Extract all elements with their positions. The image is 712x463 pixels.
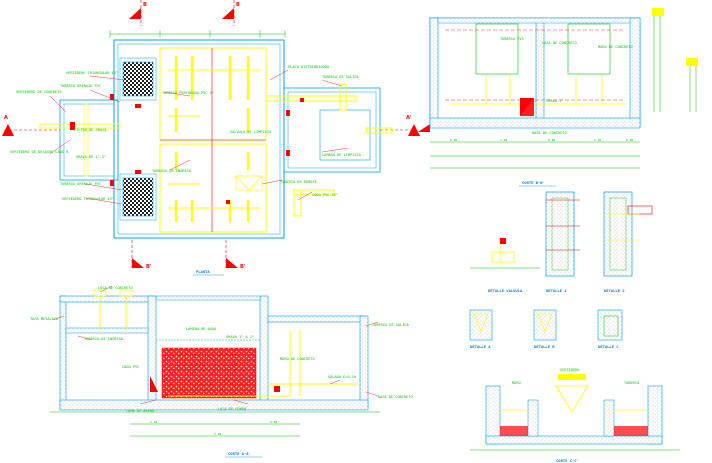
label-tuberia-perforada: TUBERIA PERFORADA PVC 4" [162,91,214,95]
label-b-base: BASE DE CONCRETO [532,131,567,135]
section-arrow-a-left: A [2,115,60,136]
section-a-title: CORTE A-A' [228,451,251,456]
label-a-tuberia-in: TUBERIA DE INGRESO [84,337,123,341]
label-camara: CAMARA DE LIMPIEZA [322,153,362,157]
detail-valve-title: DETALLE VALVULA [488,288,523,293]
section-label-a: A [4,115,8,121]
gravel-filter-bottom [122,177,154,217]
label-a-cama: CAMA DE ARENA [126,409,155,413]
label-a-solado: SOLADO E=0.10 [328,375,356,379]
detail-1-title: DETALLE 1 [546,288,567,293]
section-b-title: CORTE B-B' [522,180,545,185]
label-tuberia-ingreso: TUBERIA DE INGRESO [152,169,191,173]
label-tuberia-drenaje-bottom: TUBERIA DRENAJE PVC [60,182,101,186]
section-arrow-b-top-2: B [222,0,240,26]
section-a-view: LOSA DE CONCRETO TAPA METALICA TUBERIA D… [30,285,413,458]
label-c-muro: MURO [512,381,521,385]
label-valvula: VALVULA DE LIMPIEZA [230,130,272,134]
label-vertedero-desague: VERTEDERO DE DESAGUE LADO B [10,150,68,154]
plan-title: PLANTA [196,269,210,274]
label-b-grava: GRAVA 1" [546,99,563,103]
gravel-filter-top [122,61,154,97]
label-a-base: BASE DE CONCRETO [378,395,413,399]
details-area: DETALLE VALVULA DETALLE 1 DETALLE 2 DETA… [469,191,653,349]
label-b-tuberia: TUBERIA PVC [500,37,524,41]
label-a-losa-top: LOSA DE CONCRETO [98,286,133,290]
section-arrow-b-bottom-2: B' [225,240,246,270]
label-tuberia-drenaje-top: TUBERIA DRENAJE PVC [60,84,101,88]
detail-c-title: DETALLE C [598,344,619,349]
label-tuberia-salida: TUBERIA DE SALIDA [322,75,360,79]
detail-2-title: DETALLE 2 [604,288,625,293]
label-placa: PLACA DISTRIBUIDORA [288,65,330,69]
label-filtro-left: FILTRO DE GRAVA [74,128,107,132]
label-c-vertedero: VERTEDERO [560,368,579,372]
section-arrow-a-right: A' [380,115,420,136]
label-vertedero-top: VERTEDERO TRIANGULAR 45° [66,71,118,75]
section-label-b-prime-2: B' [240,264,246,270]
label-codo: CODO PVC 45° [312,193,338,197]
section-b-view: LOSA DE CONCRETO MURO DE CONCRETO TUBERI… [418,8,698,187]
label-b-muro: MURO DE CONCRETO [598,45,633,49]
section-label-b-2: B [236,2,240,8]
label-a-salida: TUBERIA DE SALIDA [372,323,410,327]
section-arrow-b-bottom: B' [131,240,152,270]
label-a-codo: CODO PVC [122,365,139,369]
label-c-tuberia: TUBERIA [624,381,640,385]
plan-view: B B A A' B' B' [2,0,420,276]
section-label-b: B [143,2,147,8]
label-a-muro: MURO DE CONCRETO [280,357,315,361]
label-a-grava: GRAVA 1" A 2" [226,335,254,339]
dim-b-3: 1.20 [594,138,601,142]
dim-b-4: 0.80 [626,138,633,142]
label-vertedero-bottom: VERTEDERO TRIANGULAR 45° [62,197,114,201]
label-b-losa: LOSA DE CONCRETO [542,41,577,45]
section-c-view: VERTEDERO MURO TUBERIA CORTE C-C' [470,368,680,463]
label-grava-left: GRAVA DE 1"-2" [76,155,106,159]
section-c-title: CORTE C-C' [556,458,579,463]
dim-b-1: 1.20 [500,138,507,142]
gravel-bed [161,347,257,399]
label-a-lamina: LAMINA DE AGUA [186,327,217,331]
dim-a-0: 1.20 [150,420,157,424]
label-vertedero-left: VERTEDERO DE CONCRETO [16,90,61,94]
detail-b-title: DETALLE B [534,344,555,349]
label-tuberia-rebose: TUBERIA DE REBOSE [280,180,317,184]
detail-a-title: DETALLE A [470,344,491,349]
section-arrow-b-top: B [129,0,147,26]
dim-b-2: 0.80 [548,138,555,142]
label-a-tapa: TAPA METALICA [30,317,59,321]
label-a-losa-fondo: LOSA DE FONDO [218,407,246,411]
dim-a-2: 0.80 [270,420,277,424]
section-label-b-prime: B' [146,264,152,270]
dim-a-1: 2.40 [214,432,221,436]
section-label-a-prime: A' [406,115,412,121]
dim-b-0: 0.80 [450,138,457,142]
